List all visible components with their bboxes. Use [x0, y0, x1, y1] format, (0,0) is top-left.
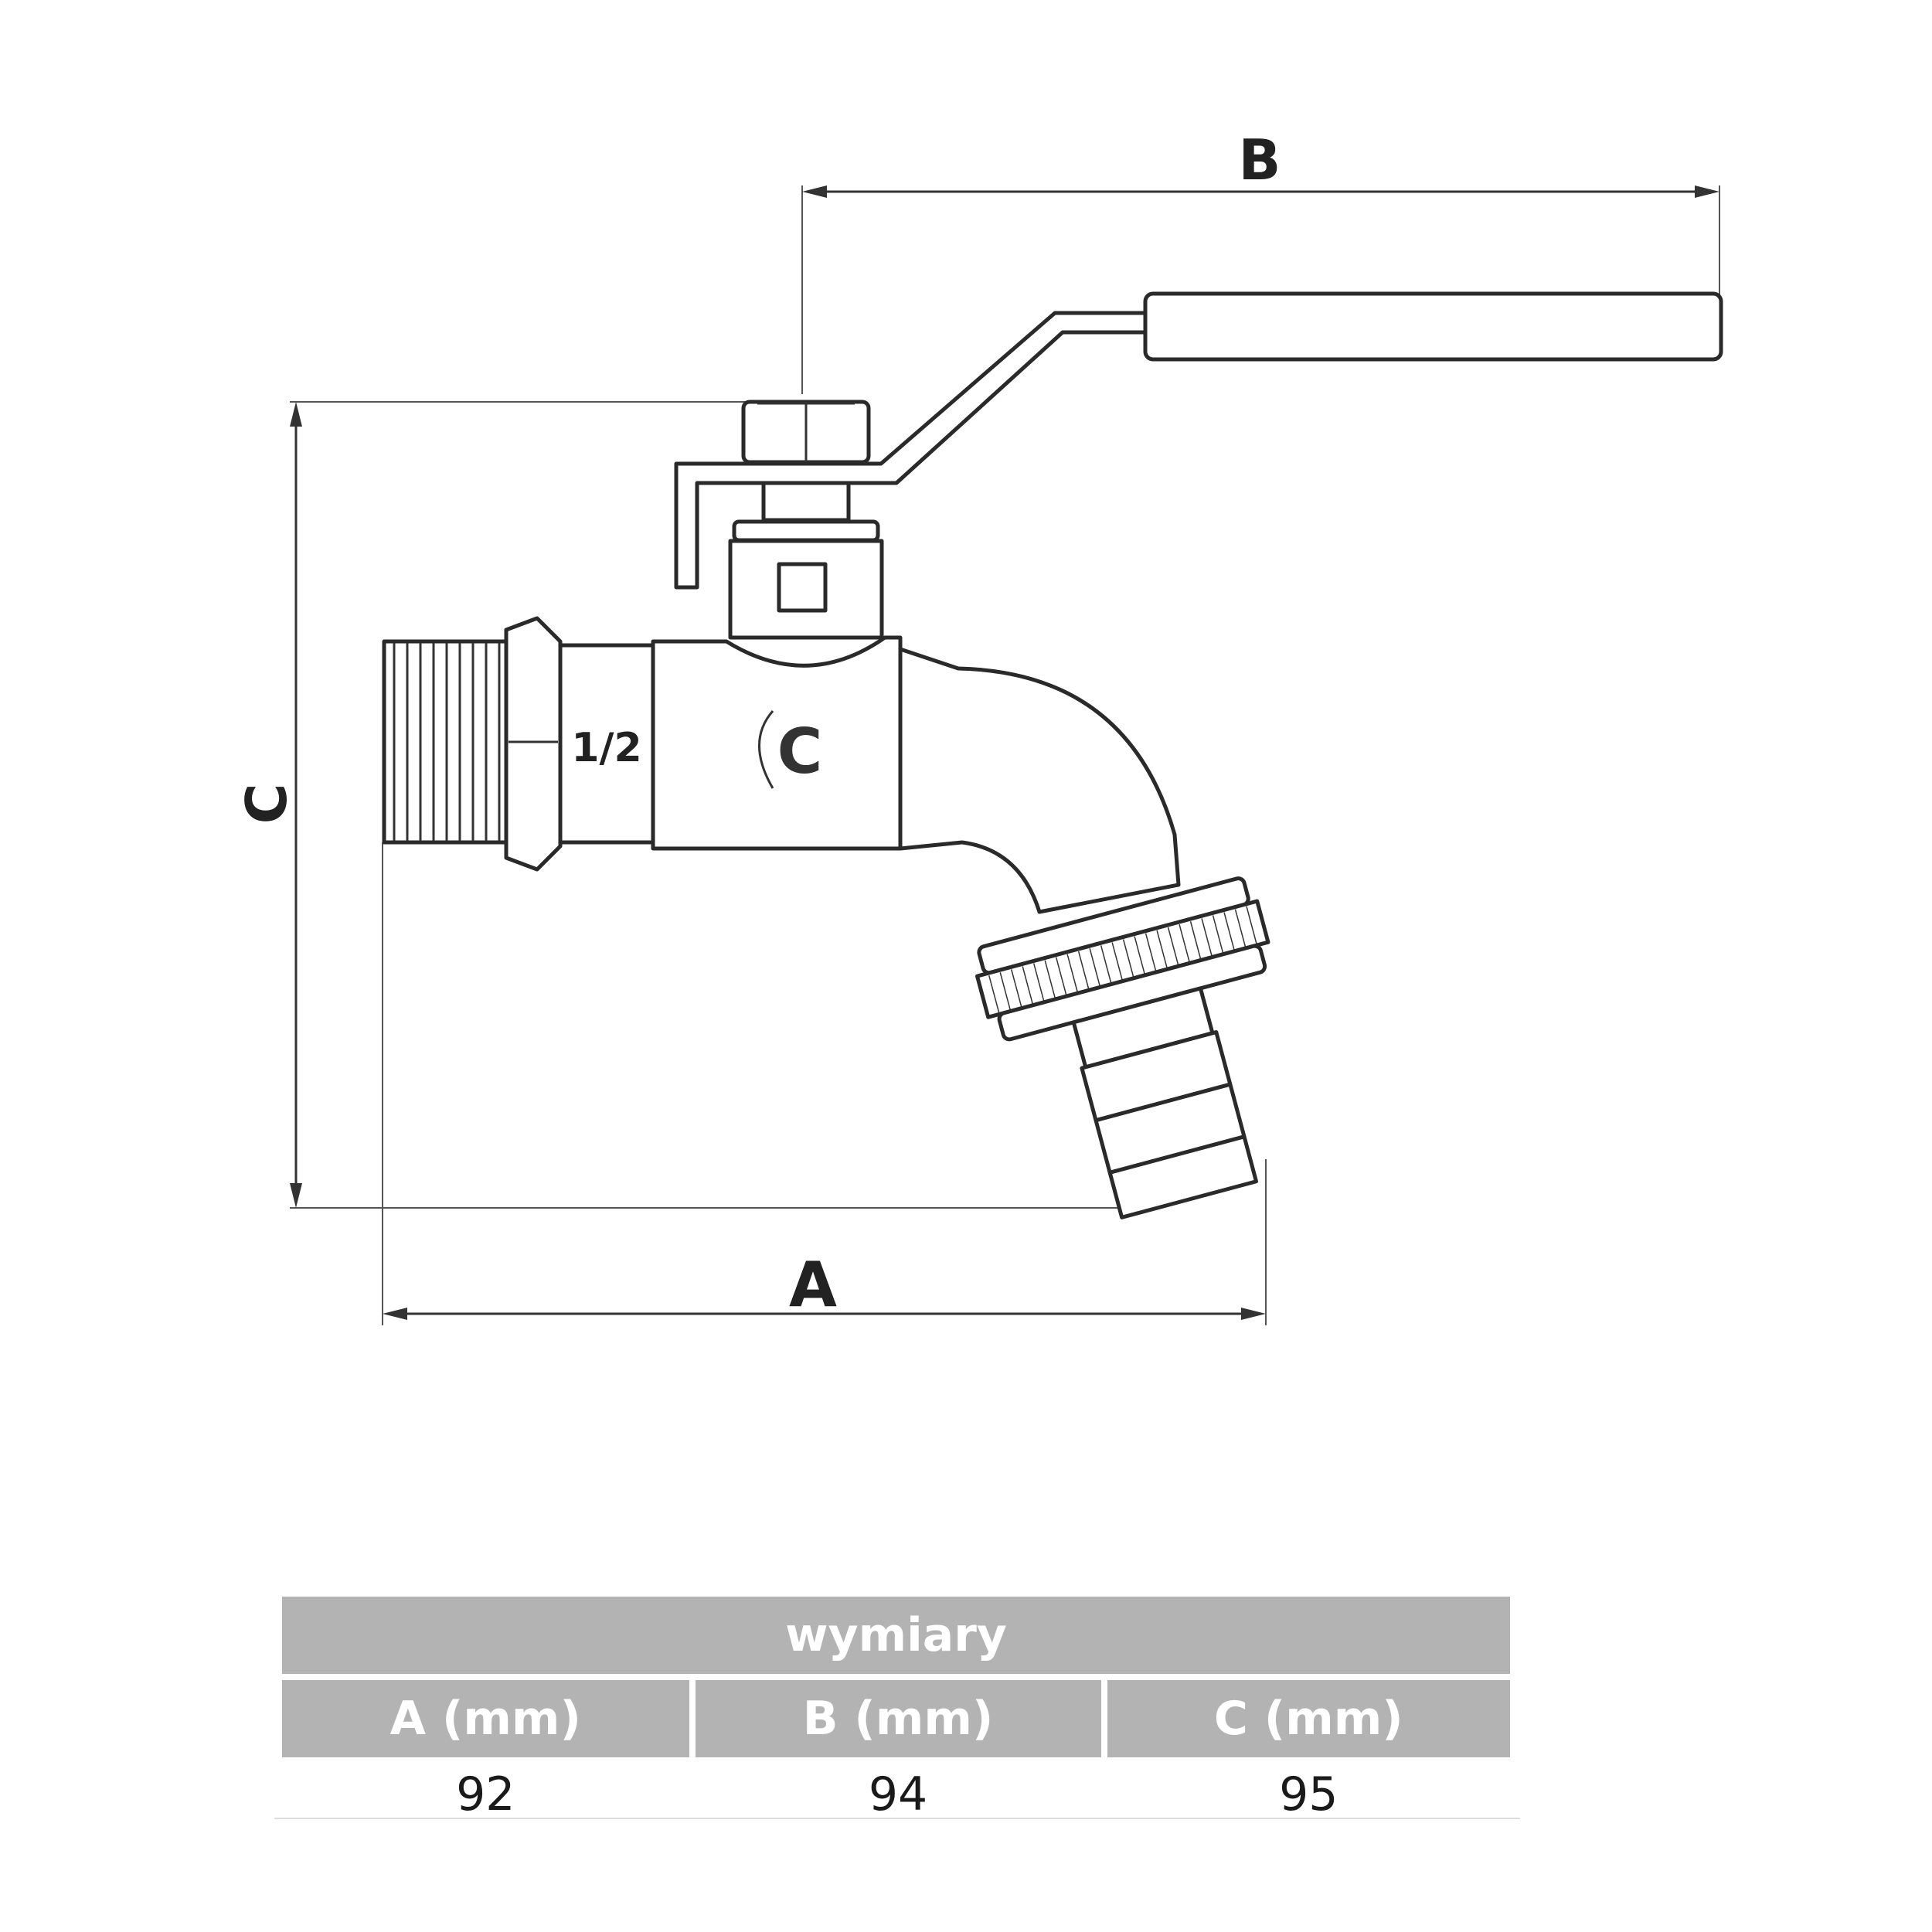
- value-c: 95: [1279, 1767, 1338, 1821]
- dimension-c-label: C: [234, 784, 299, 825]
- size-marking: 1/2: [571, 725, 641, 771]
- dimension-c: C: [234, 401, 1136, 1209]
- dimension-b-label: B: [1239, 128, 1281, 192]
- dimension-a: A: [382, 842, 1267, 1325]
- dimension-b: B: [801, 128, 1720, 394]
- dimension-a-label: A: [789, 1249, 837, 1321]
- valve-technical-drawing: B C A: [234, 128, 1723, 1325]
- valve-body: C 1/2: [382, 616, 1181, 914]
- hose-connector: [975, 876, 1270, 1219]
- table-title: wymiary: [282, 1597, 1510, 1674]
- stem-nut: [728, 400, 884, 640]
- manufacturer-logo: C: [758, 710, 823, 789]
- value-b: 94: [868, 1767, 928, 1821]
- logo-letter: C: [777, 716, 823, 787]
- header-c: C (mm): [1107, 1680, 1510, 1757]
- header-a: A (mm): [282, 1680, 689, 1757]
- header-b: B (mm): [695, 1680, 1101, 1757]
- value-a: 92: [456, 1767, 515, 1821]
- inlet-threads: [393, 643, 501, 841]
- table-bottom-rule: [274, 1818, 1520, 1819]
- dimensions-table: wymiary A (mm) B (mm) C (mm) 92 94 95: [276, 1590, 1516, 1832]
- table-row: 92 94 95: [282, 1764, 1510, 1825]
- knurled-ring: [988, 906, 1257, 1013]
